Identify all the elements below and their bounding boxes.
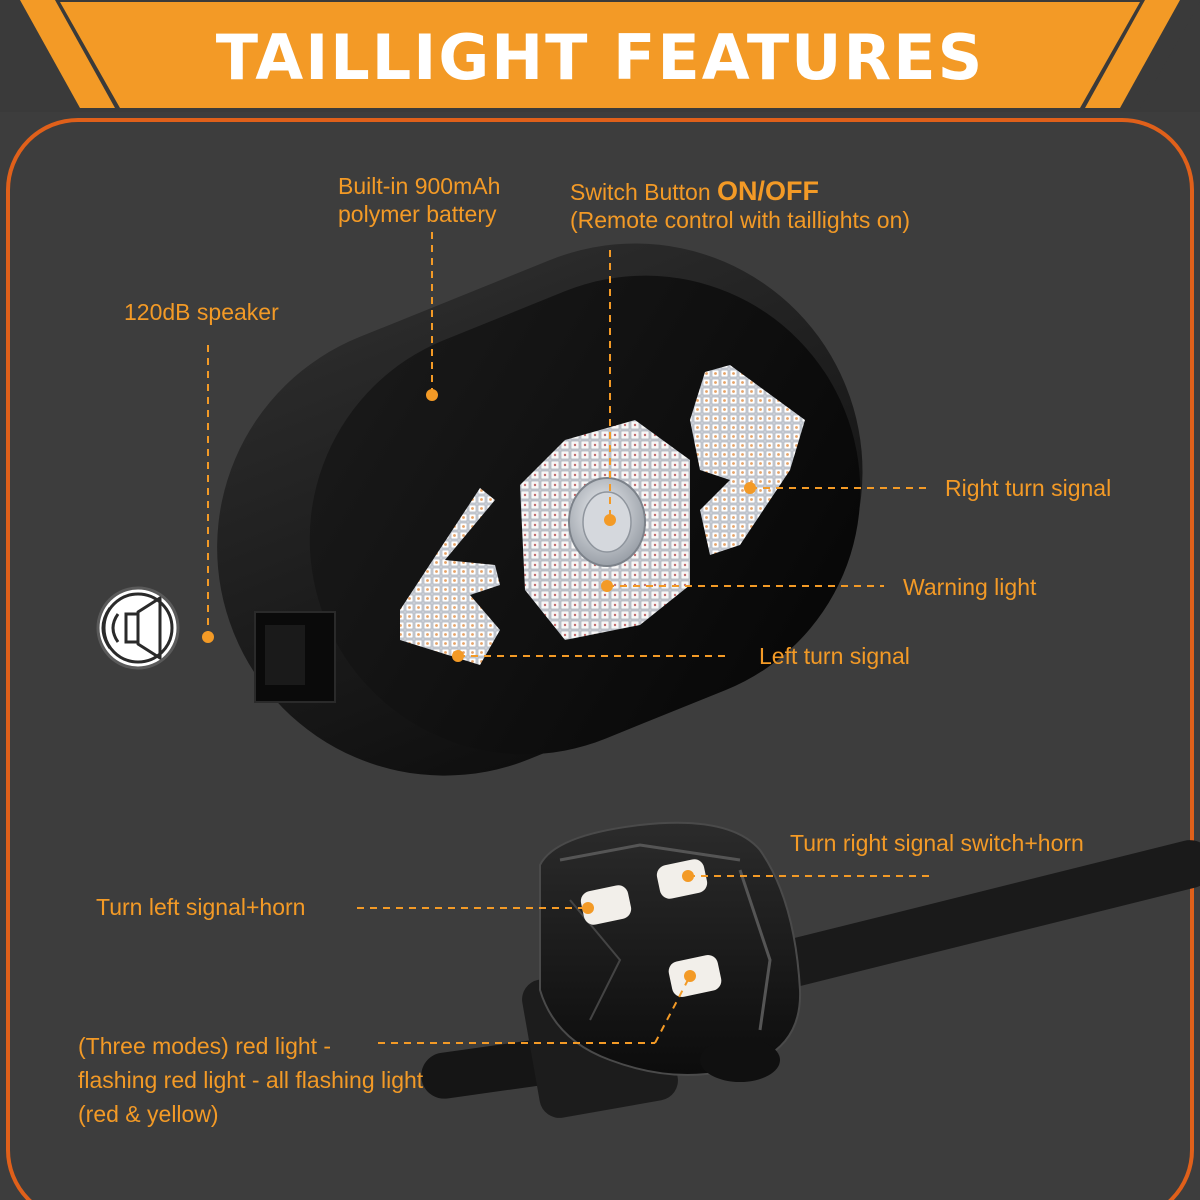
right-turn-label: Right turn signal [945,475,1112,501]
remote-modes-line-2: flashing red light - all flashing light [78,1067,424,1093]
battery-label-line-1: Built-in 900mAh [338,173,501,199]
right-turn-led [690,365,805,555]
switch-label-emphasis: ON/OFF [717,176,820,206]
left-turn-label: Left turn signal [759,643,910,669]
switch-label: Switch Button ON/OFF (Remote control wit… [570,177,910,234]
battery-label: Built-in 900mAh polymer battery [338,172,500,228]
content-frame [6,118,1194,1200]
switch-label-prefix: Switch Button [570,179,718,205]
warning-label: Warning light [903,574,1037,600]
remote-right-label: Turn right signal switch+horn [790,830,1084,856]
speaker-label: 120dB speaker [124,299,279,325]
page-title: TAILLIGHT FEATURES [215,21,985,94]
remote-modes-line-3: (red & yellow) [78,1101,219,1127]
leader-dots [202,389,756,982]
remote-control [421,821,1200,1118]
switch-label-note: (Remote control with taillights on) [570,207,911,233]
remote-left-button [580,885,632,925]
battery-label-line-2: polymer battery [338,201,497,227]
remote-left-label: Turn left signal+horn [96,894,306,920]
remote-modes-line-1: (Three modes) red light - [78,1033,332,1059]
title-banner [0,0,1200,112]
remote-modes-label: (Three modes) red light - flashing red l… [78,1029,498,1131]
left-turn-led [400,488,500,665]
remote-right-button [656,859,708,899]
speaker-horn-icon [96,586,180,670]
leader-lines [207,232,934,1044]
